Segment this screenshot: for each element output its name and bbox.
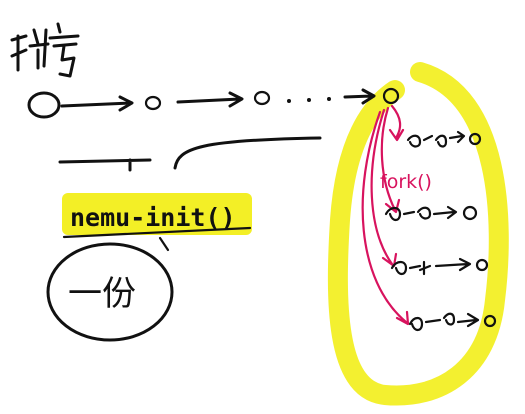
- forked-chains: [384, 130, 497, 332]
- yellow-highlight-loop: [327, 62, 509, 406]
- fork-label: fork(): [380, 171, 432, 193]
- circled-note-text: 一份: [68, 274, 136, 314]
- circled-note-group: 一份: [46, 236, 174, 342]
- nemu-init-label: nemu-init(): [70, 203, 236, 232]
- process-chain-top: [27, 87, 400, 119]
- title-glyphs: [10, 22, 80, 78]
- yellow-highlight-bar: [62, 193, 252, 235]
- fork-arrows: [361, 104, 410, 326]
- bracket-connector: [58, 136, 322, 239]
